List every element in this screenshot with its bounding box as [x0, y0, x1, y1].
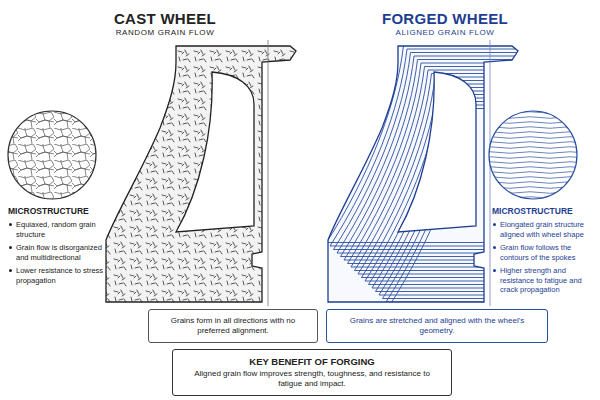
panel-subtitle-wrap: ALIGNED GRAIN FLOW: [335, 28, 555, 37]
wheel-centerline: [490, 40, 491, 306]
panel-title-wrap: FORGED WHEEL: [335, 10, 555, 27]
bullet-dot: [493, 223, 496, 226]
panel-title: FORGED WHEEL: [382, 10, 508, 27]
bullet-text-wrap: Higher strength and resistance to fatigu…: [492, 266, 596, 295]
forged-micrograph: [489, 111, 577, 199]
bullet-text: Grain flow follows the contours of the s…: [500, 243, 575, 262]
bullet-dot: [493, 246, 496, 249]
forged-wheel: [327, 40, 582, 306]
key-benefit-box: KEY BENEFIT OF FORGING Aligned grain flow…: [172, 349, 452, 396]
bullet-text-wrap: Elongated grain structure aligned with w…: [492, 220, 596, 239]
caption-box: Grains form in all directions with no pr…: [148, 309, 318, 343]
panel-subtitle-wrap: RANDOM GRAIN FLOW: [55, 28, 275, 37]
bullet-text-wrap: Lower resistance to stress propagation: [8, 266, 104, 285]
bullet-text: Grain flow is disorganized and multidire…: [16, 243, 102, 262]
section-heading: MICROSTRUCTURE: [492, 206, 573, 216]
bullet-text: Lower resistance to stress propagation: [16, 266, 103, 285]
wheel-centerline: [268, 40, 269, 306]
elongated-grains: [487, 109, 579, 201]
bullet-dot: [9, 223, 12, 226]
equiaxed-grains: [6, 109, 98, 201]
box-text: Grains are stretched and aligned with th…: [335, 316, 539, 336]
section-heading-wrap: MICROSTRUCTURE: [492, 206, 596, 216]
panel-title: CAST WHEEL: [114, 10, 216, 27]
aligned-grain-flow: [327, 46, 582, 306]
bullet-text-wrap: Equiaxed, random grain structure: [8, 220, 104, 239]
bullet-text: Elongated grain structure aligned with w…: [500, 220, 584, 239]
cast-wheel-outline: [106, 46, 296, 302]
panel-subtitle: RANDOM GRAIN FLOW: [116, 28, 215, 37]
forged-wheel-outline: [328, 46, 518, 302]
panel-subtitle: ALIGNED GRAIN FLOW: [396, 28, 495, 37]
bullet-dot: [9, 269, 12, 272]
bullet-text-wrap: Grain flow is disorganized and multidire…: [8, 243, 104, 262]
box-text: KEY BENEFIT OF FORGING: [249, 356, 374, 367]
box-body: Aligned grain flow improves strength, to…: [183, 369, 441, 389]
caption-box: Grains are stretched and aligned with th…: [326, 309, 548, 343]
section-heading: MICROSTRUCTURE: [8, 206, 89, 216]
bullet-dot: [493, 269, 496, 272]
panel-title-wrap: CAST WHEEL: [55, 10, 275, 27]
bullet-text: Equiaxed, random grain structure: [16, 220, 96, 239]
cast-micrograph: [8, 111, 96, 199]
flow-line: [390, 109, 582, 306]
bullet-dot: [9, 246, 12, 249]
bullet-text: Higher strength and resistance to fatigu…: [500, 266, 582, 294]
random-grain-texture: [100, 40, 300, 306]
section-heading-wrap: MICROSTRUCTURE: [8, 206, 104, 216]
bullet-text-wrap: Grain flow follows the contours of the s…: [492, 243, 596, 262]
box-text: Grains form in all directions with no pr…: [157, 316, 309, 336]
